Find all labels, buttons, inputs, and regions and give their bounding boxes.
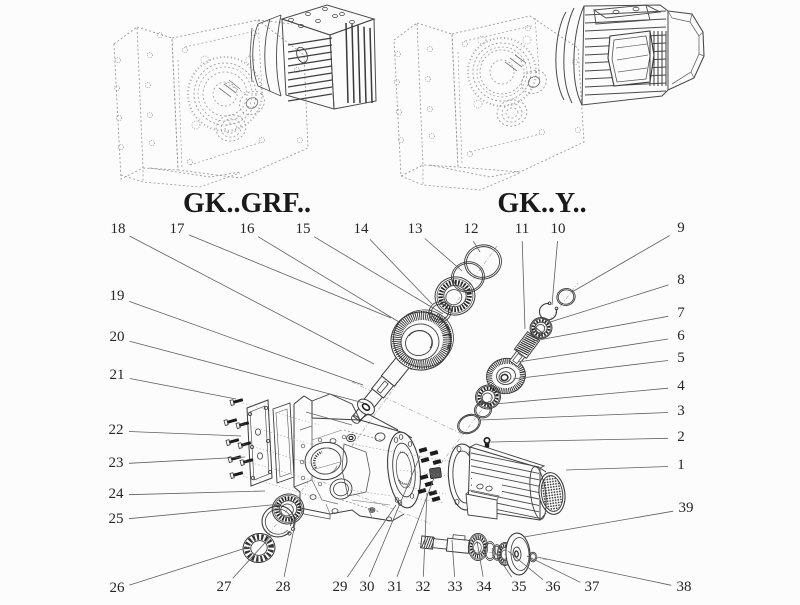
svg-text:11: 11	[515, 221, 529, 237]
svg-text:1: 1	[677, 457, 685, 473]
svg-text:14: 14	[354, 221, 370, 237]
svg-text:37: 37	[585, 579, 601, 595]
svg-text:8: 8	[677, 272, 685, 288]
svg-text:29: 29	[333, 579, 348, 595]
svg-text:3: 3	[677, 403, 685, 419]
svg-text:7: 7	[677, 305, 685, 321]
svg-text:32: 32	[416, 579, 431, 595]
svg-text:27: 27	[217, 579, 233, 595]
svg-text:30: 30	[360, 579, 375, 595]
svg-text:24: 24	[109, 486, 125, 502]
svg-text:2: 2	[677, 429, 685, 445]
svg-text:GK..Y..: GK..Y..	[497, 188, 586, 219]
svg-text:22: 22	[109, 422, 124, 438]
svg-text:38: 38	[677, 579, 692, 595]
svg-text:18: 18	[111, 221, 126, 237]
svg-text:33: 33	[448, 579, 463, 595]
svg-text:28: 28	[276, 579, 291, 595]
svg-text:4: 4	[677, 378, 685, 394]
svg-text:21: 21	[110, 367, 125, 383]
svg-text:10: 10	[551, 221, 566, 237]
svg-text:6: 6	[677, 328, 685, 344]
svg-text:25: 25	[109, 511, 124, 527]
svg-text:39: 39	[679, 500, 694, 516]
svg-text:12: 12	[464, 221, 479, 237]
svg-text:34: 34	[477, 579, 493, 595]
svg-text:17: 17	[170, 221, 186, 237]
svg-text:5: 5	[677, 350, 685, 366]
svg-text:16: 16	[240, 221, 256, 237]
svg-text:9: 9	[677, 220, 685, 236]
svg-text:GK..GRF..: GK..GRF..	[183, 188, 311, 219]
svg-text:13: 13	[408, 221, 423, 237]
svg-text:36: 36	[546, 579, 562, 595]
svg-text:23: 23	[109, 455, 124, 471]
svg-text:26: 26	[110, 580, 126, 596]
svg-text:15: 15	[296, 221, 311, 237]
svg-text:31: 31	[388, 579, 403, 595]
svg-text:35: 35	[512, 579, 527, 595]
svg-text:19: 19	[110, 288, 125, 304]
svg-text:20: 20	[110, 329, 125, 345]
